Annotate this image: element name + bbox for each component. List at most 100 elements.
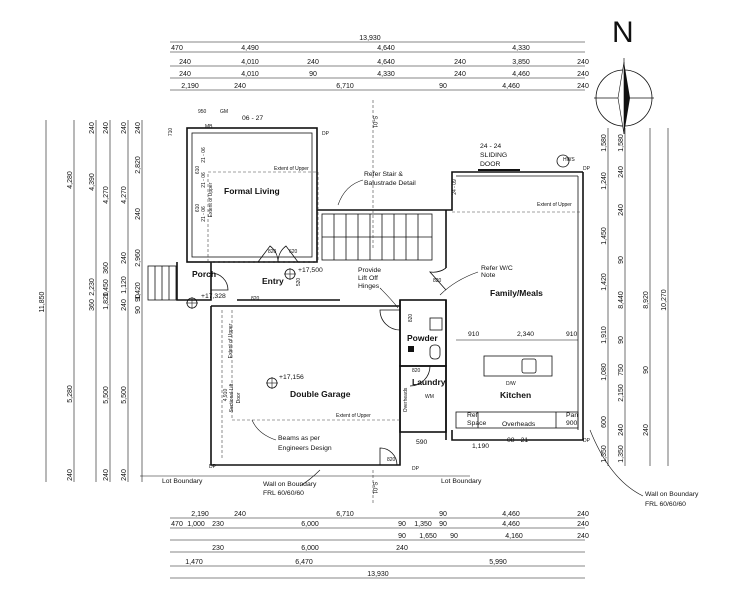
doors (210, 169, 520, 466)
small-label: WM (425, 394, 434, 400)
small-label: DP (322, 131, 330, 137)
dim-label-right: 1,420 (601, 273, 608, 291)
powder-vanity (429, 317, 443, 331)
dim-label-right: 1,450 (601, 227, 608, 245)
section-label: S-01 (371, 482, 377, 495)
dim-label-bottom: 230 (212, 521, 224, 528)
dim-label-right: 1,240 (601, 172, 608, 190)
level-markers (186, 154, 570, 389)
dim-label-top: 4,640 (377, 45, 395, 52)
dim-label-right: 1,350 (601, 445, 608, 463)
dim-label-left: 4,270 (121, 186, 128, 204)
dim-label-bottom: 4,460 (502, 521, 520, 528)
dim-label-right: 8,920 (643, 291, 650, 309)
dim-label-left: 1,120 (121, 276, 128, 294)
dim-label-bottom: 5,990 (489, 559, 507, 566)
note-text: Wall on Boundary (645, 491, 699, 498)
dim-label-left: 4,390 (89, 173, 96, 191)
dim-label-top: 240 (307, 59, 319, 66)
small-label: D/W (506, 381, 516, 387)
small-label: DP (583, 166, 591, 172)
vertical-label: Overheads (403, 387, 409, 412)
dim-label-left: 240 (135, 208, 142, 220)
note-text: +17,156 (279, 374, 304, 381)
vertical-label: Extent of Upper (228, 323, 234, 358)
small-label: 820 (268, 249, 277, 255)
dim-label-bottom: 240 (577, 511, 589, 518)
dim-label-left: 5,500 (121, 386, 128, 404)
dim-label-left: 5,280 (67, 385, 74, 403)
kitchen-bench (455, 411, 579, 429)
dim-label-left: 90 (135, 306, 142, 314)
dim-label-right: 1,350 (618, 445, 625, 463)
vertical-label: Door (236, 392, 242, 403)
dim-label-left: 2,230 (89, 278, 96, 296)
note-text: SLIDING (480, 152, 507, 159)
note-text: FRL 60/60/60 (263, 490, 304, 497)
dim-label-left: 11,850 (39, 291, 46, 312)
room-label: Kitchen (500, 390, 531, 400)
note-text: 2,340 (517, 331, 534, 338)
vertical-label: 610 (195, 166, 201, 175)
dim-label-bottom: 90 (398, 521, 406, 528)
door-laundry (428, 267, 447, 291)
powder-toilet (429, 344, 441, 360)
note-text: Balustrade Detail (364, 180, 416, 187)
dim-label-left: 5,500 (103, 386, 110, 404)
dim-label-top: 4,490 (241, 45, 259, 52)
dim-label-left: 240 (135, 122, 142, 134)
north-arrow: N (594, 16, 654, 135)
dim-label-left: 240 (89, 122, 96, 134)
dim-label-top: 240 (454, 71, 466, 78)
note-text: 910 (566, 331, 578, 338)
dim-label-bottom: 90 (439, 511, 447, 518)
dim-label-left: 2,820 (135, 156, 142, 174)
vertical-label: 24 - 09 (452, 179, 458, 195)
note-text: DOOR (480, 161, 500, 168)
wall-porch (176, 262, 212, 301)
dim-label-bottom: 6,710 (336, 511, 354, 518)
dim-label-right: 240 (643, 424, 650, 436)
dim-label-bottom: 1,650 (419, 533, 437, 540)
dim-label-bottom: 6,000 (301, 545, 319, 552)
room-label: Family/Meals (490, 288, 543, 298)
door-garage-side (379, 447, 398, 466)
dim-label-top: 4,010 (241, 59, 259, 66)
dim-label-left: 240 (121, 252, 128, 264)
note-text: +17,328 (201, 293, 226, 300)
dim-label-right: 1,080 (601, 363, 608, 381)
note-text: 910 (468, 331, 480, 338)
note-text: Refer W/C (481, 265, 513, 272)
dim-label-top: 13,930 (359, 35, 381, 42)
dim-label-right: 90 (618, 336, 625, 344)
small-label: DP (209, 464, 217, 470)
annotation-notes: Refer Stair &Balustrade DetailProvideLif… (162, 115, 699, 508)
dim-label-right: 10,270 (661, 289, 668, 311)
dim-label-left: 360 (89, 299, 96, 311)
dim-label-bottom: 1,350 (414, 521, 432, 528)
dim-label-left: 4,280 (67, 171, 74, 189)
vertical-label: 820 (408, 314, 414, 323)
dim-label-top: 470 (171, 45, 183, 52)
dim-label-right: 90 (618, 256, 625, 264)
dim-label-top: 4,330 (512, 45, 530, 52)
walls (176, 127, 584, 466)
north-arrow-light (617, 61, 625, 135)
leader-wall-boundary-left (299, 469, 321, 487)
leader-wall-boundary-right (589, 429, 644, 497)
dim-label-top: 240 (179, 71, 191, 78)
vertical-label: 610 (195, 204, 201, 213)
dim-label-left: 240 (121, 299, 128, 311)
dim-label-bottom: 1,470 (185, 559, 203, 566)
vertical-label: 4,910 (223, 389, 229, 402)
small-label: 820 (387, 457, 396, 463)
note-text: FRL 60/60/60 (645, 501, 686, 508)
dim-label-bottom: 13,930 (367, 571, 389, 578)
dim-label-top: 240 (179, 59, 191, 66)
note-text: Overheads (502, 421, 536, 428)
dim-label-bottom: 2,190 (191, 511, 209, 518)
dim-label-top: 240 (577, 83, 589, 90)
note-text: Space (467, 420, 486, 427)
